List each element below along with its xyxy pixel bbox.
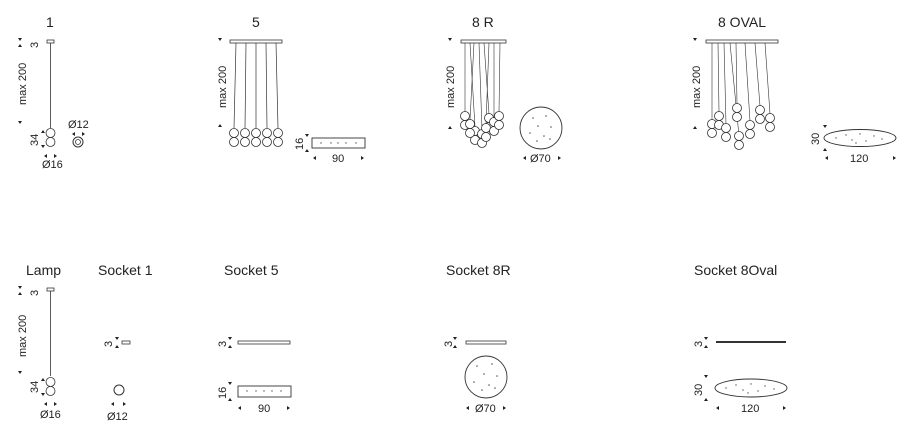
model-1-socket-diameter: Ø12 <box>68 119 89 131</box>
model-8oval-drop-label: max 200 <box>691 66 703 108</box>
model-5-drawing <box>218 38 366 160</box>
model-1-bulb-dim: 34 <box>29 134 41 146</box>
title-model-1: 1 <box>46 14 54 30</box>
lamp-drop-label: max 200 <box>17 315 29 357</box>
socket-8r-diameter: Ø70 <box>475 403 496 415</box>
model-8r-socket-diameter: Ø70 <box>530 153 551 165</box>
title-model-8r: 8 R <box>472 14 494 30</box>
lamp-bulb-dim: 34 <box>29 381 41 393</box>
lamp-drawing <box>18 286 57 406</box>
socket-1-drawing <box>111 337 131 406</box>
title-socket-5: Socket 5 <box>224 262 279 278</box>
socket-8oval-height-dim: 30 <box>693 384 705 396</box>
socket-8r-drawing <box>453 337 508 410</box>
model-8oval-socket-height: 30 <box>810 133 822 145</box>
model-8r-drop-label: max 200 <box>445 66 457 108</box>
title-socket-1: Socket 1 <box>98 262 153 278</box>
title-model-8oval: 8 OVAL <box>718 14 766 30</box>
model-5-socket-width: 90 <box>332 153 344 165</box>
socket-8oval-plate-dim: 3 <box>693 341 705 347</box>
socket-5-height-dim: 16 <box>217 387 229 399</box>
title-lamp: Lamp <box>26 262 62 278</box>
model-5-drop-label: max 200 <box>217 66 229 108</box>
socket-1-plate-dim: 3 <box>103 341 115 347</box>
lamp-top-dim: 3 <box>29 290 41 296</box>
title-socket-8r: Socket 8R <box>446 262 511 278</box>
socket-8oval-width-dim: 120 <box>741 403 759 415</box>
socket-5-drawing <box>228 337 292 410</box>
socket-8oval-drawing <box>704 337 788 410</box>
socket-8r-plate-dim: 3 <box>443 341 455 347</box>
model-8oval-drawing <box>693 38 897 160</box>
model-1-drop-label: max 200 <box>17 63 29 105</box>
model-1-socket-dim: 3 <box>29 42 41 48</box>
socket-5-width-dim: 90 <box>258 403 270 415</box>
model-1-bulb-diameter: Ø16 <box>42 159 63 171</box>
lamp-bulb-diameter: Ø16 <box>40 409 61 421</box>
title-socket-8oval: Socket 8Oval <box>694 262 778 278</box>
model-8r-drawing <box>448 38 563 160</box>
model-5-socket-height: 16 <box>294 138 306 150</box>
model-8oval-socket-width: 120 <box>850 153 868 165</box>
title-model-5: 5 <box>252 14 260 30</box>
model-1-drawing <box>18 38 85 158</box>
socket-5-plate-dim: 3 <box>217 341 229 347</box>
socket-1-diameter: Ø12 <box>107 411 128 423</box>
